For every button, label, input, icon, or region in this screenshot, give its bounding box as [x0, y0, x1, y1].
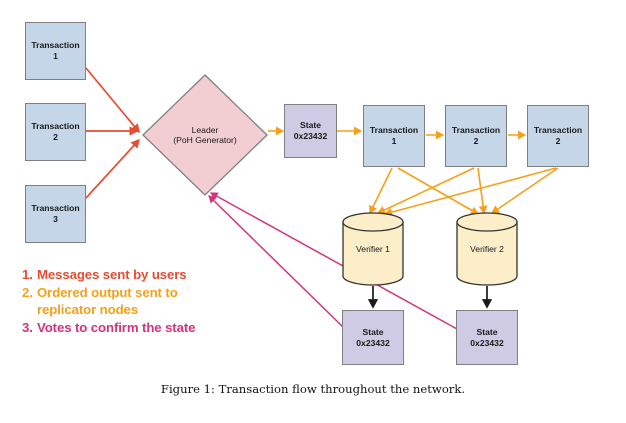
legend: 1. Messages sent by users 2. Ordered out…	[22, 266, 262, 336]
cylinder-shape	[456, 212, 518, 286]
node-label: State 0x23432	[470, 326, 504, 348]
diamond-shape	[142, 74, 268, 196]
node-label: Leader (PoH Generator)	[173, 125, 237, 145]
figure-caption: Figure 1: Transaction flow throughout th…	[160, 382, 466, 396]
node-label: State 0x23432	[356, 326, 390, 348]
node-label: Transaction 2	[533, 125, 583, 146]
arrows-messages-to-leader	[85, 67, 140, 199]
legend-item-1: 1. Messages sent by users	[22, 266, 262, 284]
node-verifier-1[interactable]: Verifier 1	[341, 211, 405, 287]
node-label: Transaction 1	[369, 125, 419, 146]
node-label: Transaction 2	[31, 121, 80, 142]
node-ledger-entry-2[interactable]: Transaction 2	[445, 105, 507, 167]
node-transaction-input-2[interactable]: Transaction 2	[25, 103, 86, 161]
arrows-entries-to-verifiers	[369, 167, 559, 217]
node-label: Transaction 2	[451, 125, 501, 146]
legend-item-1-label: Messages sent by users	[37, 267, 187, 282]
legend-item-2-label: Ordered output sent to replicator nodes	[37, 284, 178, 318]
node-transaction-input-1[interactable]: Transaction 1	[25, 22, 86, 80]
legend-item-3: 3. Votes to confirm the state	[22, 319, 262, 337]
node-label: Verifier 1	[356, 244, 390, 254]
arrows-verifier-to-state	[367, 286, 493, 309]
legend-item-3-number: 3.	[22, 319, 33, 335]
legend-item-2: 2. Ordered output sent to replicator nod…	[22, 284, 262, 319]
legend-item-3-label: Votes to confirm the state	[37, 319, 196, 335]
node-verifier-1-state[interactable]: State 0x23432	[342, 310, 404, 365]
node-ledger-state[interactable]: State 0x23432	[284, 104, 337, 158]
node-label: Transaction 3	[31, 203, 80, 224]
node-verifier-2-state[interactable]: State 0x23432	[456, 310, 518, 365]
node-label: Verifier 2	[470, 244, 504, 254]
node-label: Transaction 1	[31, 40, 80, 61]
node-transaction-input-3[interactable]: Transaction 3	[25, 185, 86, 243]
node-ledger-entry-3[interactable]: Transaction 2	[527, 105, 589, 167]
legend-item-1-number: 1.	[22, 267, 33, 282]
node-ledger-entry-1[interactable]: Transaction 1	[363, 105, 425, 167]
node-verifier-2[interactable]: Verifier 2	[455, 211, 519, 287]
legend-item-2-number: 2.	[22, 284, 33, 300]
cylinder-shape	[342, 212, 404, 286]
node-leader-poh-generator[interactable]: Leader (PoH Generator)	[141, 73, 269, 197]
node-label: State 0x23432	[293, 120, 328, 141]
